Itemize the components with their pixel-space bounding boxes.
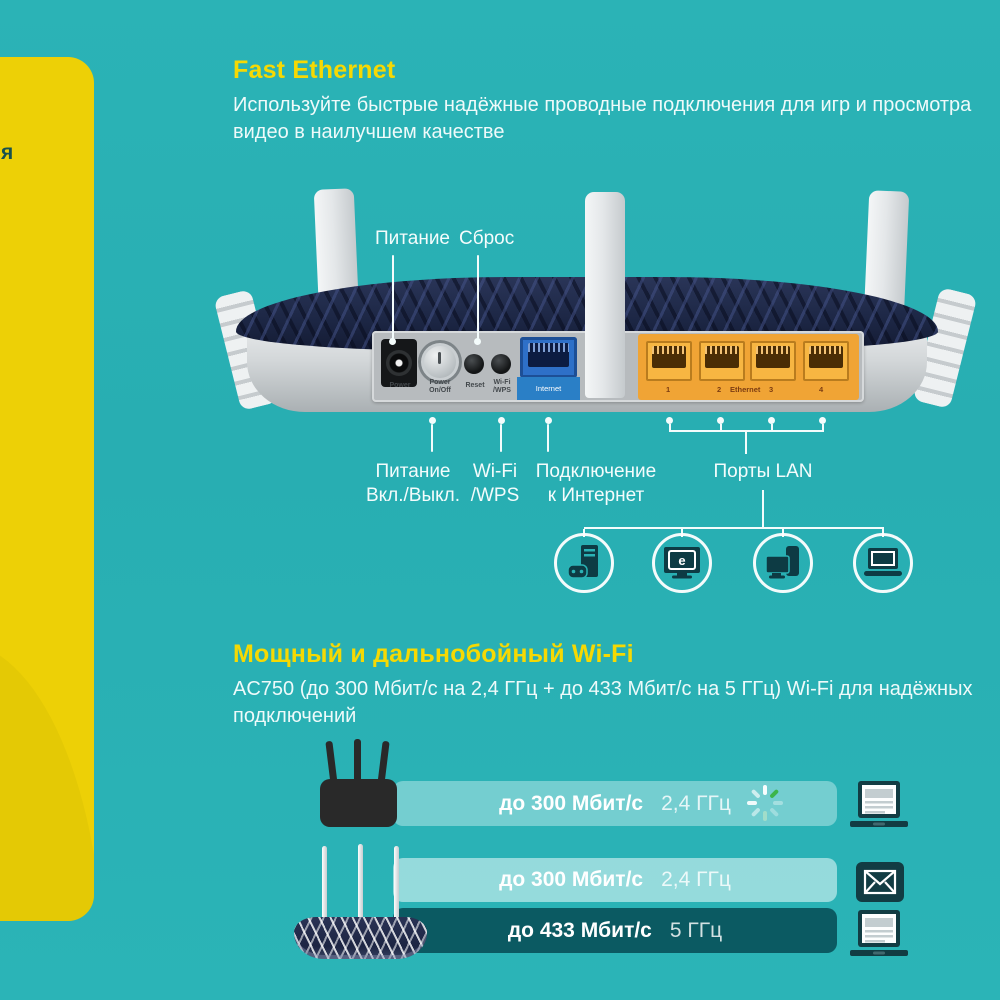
lan-bracket-dot-1 xyxy=(666,417,673,424)
callout-reset-dot xyxy=(474,338,481,345)
lan-port-3-label: 3 xyxy=(769,385,774,394)
lan-bracket-dot-4 xyxy=(819,417,826,424)
mini-router-antenna-2 xyxy=(354,739,361,783)
internet-port xyxy=(520,337,577,378)
speed-bar-2-value: до 300 Мбит/с xyxy=(499,868,644,891)
lan-port-2-label: 2 xyxy=(717,385,722,394)
svg-text:e: e xyxy=(678,553,685,568)
callout-power-line xyxy=(392,255,394,339)
callout-power-dot xyxy=(389,338,396,345)
lan-tree-trunk xyxy=(762,490,764,528)
lan-port-1-label: 1 xyxy=(666,385,671,394)
wifi-title: Мощный и дальнобойный Wi-Fi xyxy=(233,640,634,668)
power-jack xyxy=(381,339,417,387)
speed-bar-1-band: 2,4 ГГц xyxy=(661,791,731,815)
photo-router-antenna-2 xyxy=(358,844,363,924)
photo-router-antenna-3 xyxy=(394,846,399,926)
speed-bar-2: до 300 Мбит/с 2,4 ГГц xyxy=(393,858,837,902)
callout-wps-label: Wi-Fi /WPS xyxy=(470,461,520,506)
callout-dot-wps xyxy=(498,417,505,424)
callout-reset-label: Сброс xyxy=(459,228,515,249)
internet-port-label: Internet xyxy=(517,377,580,400)
speed-bar-3-value: до 433 Мбит/с xyxy=(507,918,652,942)
callout-internet-label: Подключение к Интернет xyxy=(535,461,657,506)
lan-tree-bar xyxy=(584,527,884,529)
callout-dot-internet xyxy=(545,417,552,424)
speed-bar-3: до 433 Мбит/с 5 ГГц xyxy=(393,908,837,953)
side-truncated-text: я xyxy=(1,141,14,164)
mail-icon xyxy=(856,862,904,907)
lan-bracket-stub-3 xyxy=(771,424,773,432)
callout-dot-power-onoff xyxy=(429,417,436,424)
power-onoff-label: Power On/Off xyxy=(429,379,451,394)
power-jack-label: Power xyxy=(389,382,411,389)
lan-ethernet-label: Ethernet xyxy=(730,385,761,394)
callout-power-label: Питание xyxy=(375,228,450,249)
wifi-body-line2: подключений xyxy=(233,705,357,727)
set-top-box-icon xyxy=(765,546,799,579)
laptop-icon xyxy=(850,781,908,836)
fast-ethernet-body-line2: видео в наилучшем качестве xyxy=(233,121,505,143)
gaming-pc-icon xyxy=(567,545,598,579)
reset-button xyxy=(464,354,484,374)
callout-power-onoff-label: Питание Вкл./Выкл. xyxy=(365,461,461,506)
reset-label: Reset xyxy=(465,382,485,389)
speed-bar-3-band: 5 ГГц xyxy=(669,918,723,942)
box-side-yellow-flap: я xyxy=(0,57,94,921)
lan-device-gaming-pc xyxy=(554,533,614,593)
fast-ethernet-title: Fast Ethernet xyxy=(233,56,396,84)
lan-port-4-label: 4 xyxy=(819,385,824,394)
wps-label: Wi-Fi /WPS xyxy=(493,379,511,394)
laptop-icon-2 xyxy=(850,910,908,965)
lan-port-4 xyxy=(803,341,849,381)
lan-port-3 xyxy=(750,341,796,381)
lan-port-block: 1 2 Ethernet 3 4 xyxy=(638,334,859,400)
lan-device-set-top-box xyxy=(753,533,813,593)
lan-device-laptop xyxy=(853,533,913,593)
speed-bar-2-band: 2,4 ГГц xyxy=(661,868,731,891)
lan-bracket-stub-4 xyxy=(822,424,824,432)
smart-tv-icon: e xyxy=(664,547,700,579)
callout-reset-line xyxy=(477,255,479,339)
wifi-body-line1: AC750 (до 300 Мбит/с на 2,4 ГГц + до 433… xyxy=(233,678,973,700)
callout-line-wps xyxy=(500,424,502,452)
callout-line-internet xyxy=(547,424,549,452)
lan-bracket-dot-3 xyxy=(768,417,775,424)
callout-line-power-onoff xyxy=(431,424,433,452)
router-antenna-middle xyxy=(585,192,625,398)
callout-lan-ports-label: Порты LAN xyxy=(713,461,813,482)
fast-ethernet-body-line1: Используйте быстрые надёжные проводные п… xyxy=(233,94,972,116)
spinner-icon xyxy=(747,785,783,821)
lan-bracket-stub-1 xyxy=(669,424,671,432)
mini-router-icon xyxy=(320,779,397,827)
laptop-circle-icon xyxy=(864,548,902,576)
lan-bracket-center-line xyxy=(745,430,747,454)
lan-bracket-dot-2 xyxy=(717,417,724,424)
lan-port-1 xyxy=(646,341,692,381)
power-button xyxy=(418,340,462,384)
lan-bracket-stub-2 xyxy=(720,424,722,432)
photo-router-body xyxy=(294,917,427,959)
speed-bar-1-value: до 300 Мбит/с xyxy=(499,791,644,815)
lan-device-smart-tv: e xyxy=(652,533,712,593)
lan-port-2 xyxy=(699,341,745,381)
yellow-arc-decoration xyxy=(0,642,94,921)
photo-router-antenna-1 xyxy=(322,846,327,926)
wps-button xyxy=(491,354,511,374)
